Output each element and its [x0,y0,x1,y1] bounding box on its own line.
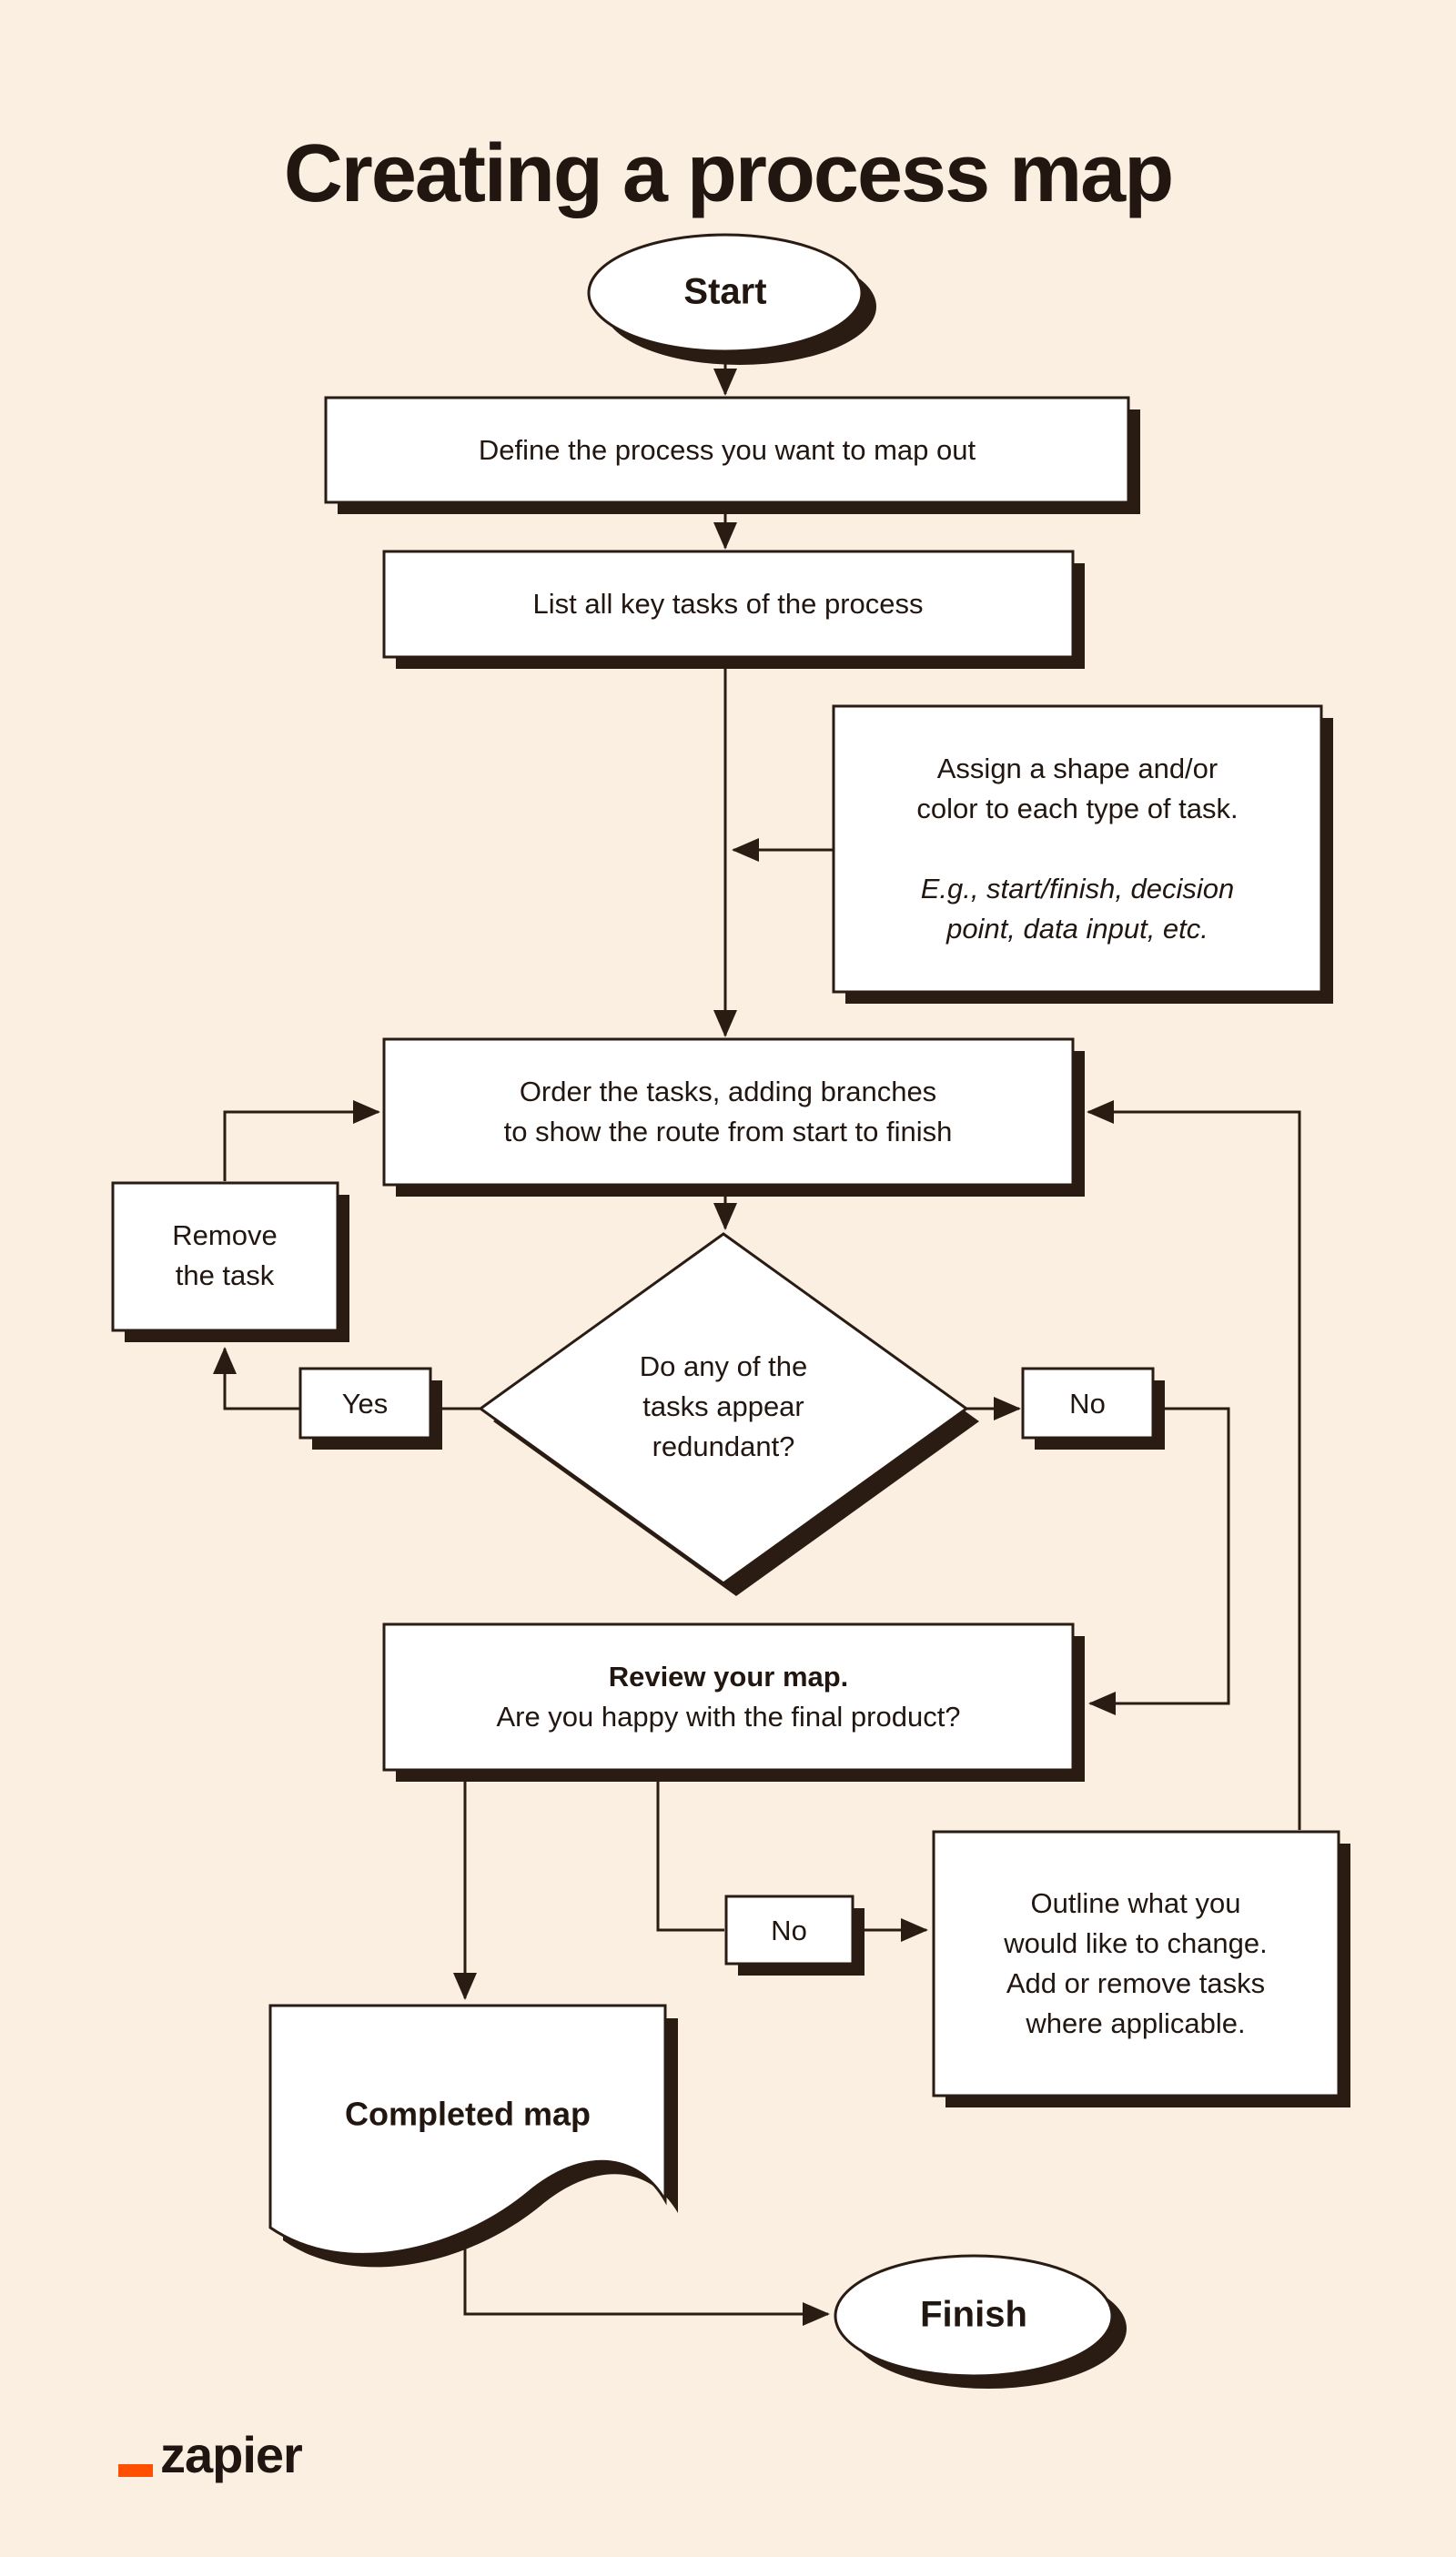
remove-label: Remove the task [172,1218,278,1291]
review-label-heading: Review your map. [608,1660,849,1693]
finish-shape [834,2254,1114,2378]
yes-shape [298,1367,432,1440]
completed-shape [268,2004,667,2256]
assign-shape [832,704,1323,994]
list-shape [382,550,1075,659]
zapier-logo: zapier [118,2430,391,2493]
completed-label: Completed map [344,2095,592,2133]
define-shape [324,396,1130,504]
connector-outline-order [1087,1100,1301,1830]
no-right-label: No [1069,1387,1106,1420]
connector-no-review [1088,1407,1230,1715]
start-label: Start [683,271,767,312]
connector-remove-order [223,1100,380,1181]
assign-label-example: E.g., start/finish, decision point, data… [920,873,1235,945]
yes-label: Yes [341,1387,389,1420]
define-label: Define the process you want to map out [478,433,976,466]
decision-shape [478,1232,969,1585]
connector-completed-finish [463,2234,830,2326]
order-label: Order the tasks, adding branches to show… [503,1075,953,1147]
zapier-underscore-mark [118,2464,153,2477]
review-label-question: Are you happy with the final product? [496,1701,961,1733]
connector-review-no2 [656,1772,724,1932]
decision-label: Do any of the tasks appear redundant? [639,1349,808,1463]
remove-shape [111,1181,339,1332]
assign-label: Assign a shape and/or color to each type… [834,706,1321,992]
list-label: List all key tasks of the process [532,587,924,620]
review-label: Review your map. Are you happy with the … [384,1624,1073,1770]
no-right-shape [1021,1367,1155,1440]
shapes [111,233,1350,2389]
finish-label: Finish [920,2294,1027,2335]
order-shape [382,1037,1075,1187]
outline-label: Outline what you would like to change. A… [1004,1886,1268,2040]
review-shape [382,1622,1075,1772]
assign-label-main: Assign a shape and/or color to each type… [916,752,1239,824]
zapier-wordmark: zapier [160,2426,303,2483]
no-bottom-label: No [771,1914,807,1946]
outline-shape [932,1830,1340,2097]
start-shape [587,233,864,353]
page-title: Creating a process map [283,128,1174,220]
no-bottom-shape [724,1895,854,1966]
